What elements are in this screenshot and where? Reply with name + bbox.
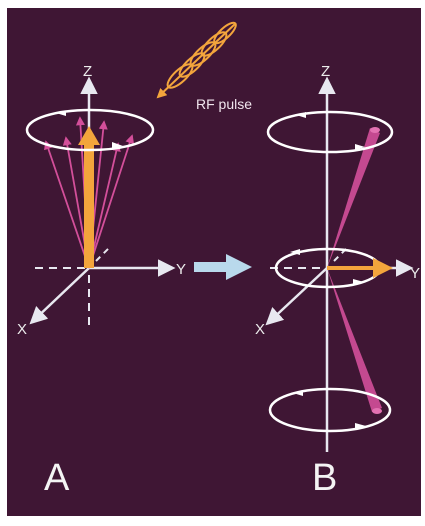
ring-direction-arrow xyxy=(293,390,303,396)
z-axis-label-b: Z xyxy=(321,63,330,80)
x-axis-b xyxy=(268,268,327,323)
spin-vector-tip-upper xyxy=(370,127,380,133)
spin-vector-tip-lower xyxy=(372,408,382,414)
x-axis-a xyxy=(32,268,89,322)
panel-b-label: B xyxy=(312,457,337,499)
spin-cone-upper xyxy=(327,128,380,268)
rf-pulse-wave-icon xyxy=(158,20,239,97)
x-axis-label-a: X xyxy=(17,321,27,338)
panel-a-label: A xyxy=(44,457,70,499)
panel-b: Z Y X B xyxy=(255,63,420,499)
panel-a: RF pulse Z Y X A xyxy=(17,20,252,499)
y-axis-label-b: Y xyxy=(410,265,420,282)
x-axis-a-negative xyxy=(96,246,111,261)
y-axis-label-a: Y xyxy=(176,261,186,278)
net-magnetization-vector xyxy=(84,142,94,268)
transition-arrow-icon xyxy=(194,254,252,280)
ring-direction-arrow xyxy=(296,112,306,118)
rf-pulse-label: RF pulse xyxy=(196,96,252,112)
x-axis-label-b: X xyxy=(255,321,265,338)
z-axis-label-a: Z xyxy=(83,63,92,80)
